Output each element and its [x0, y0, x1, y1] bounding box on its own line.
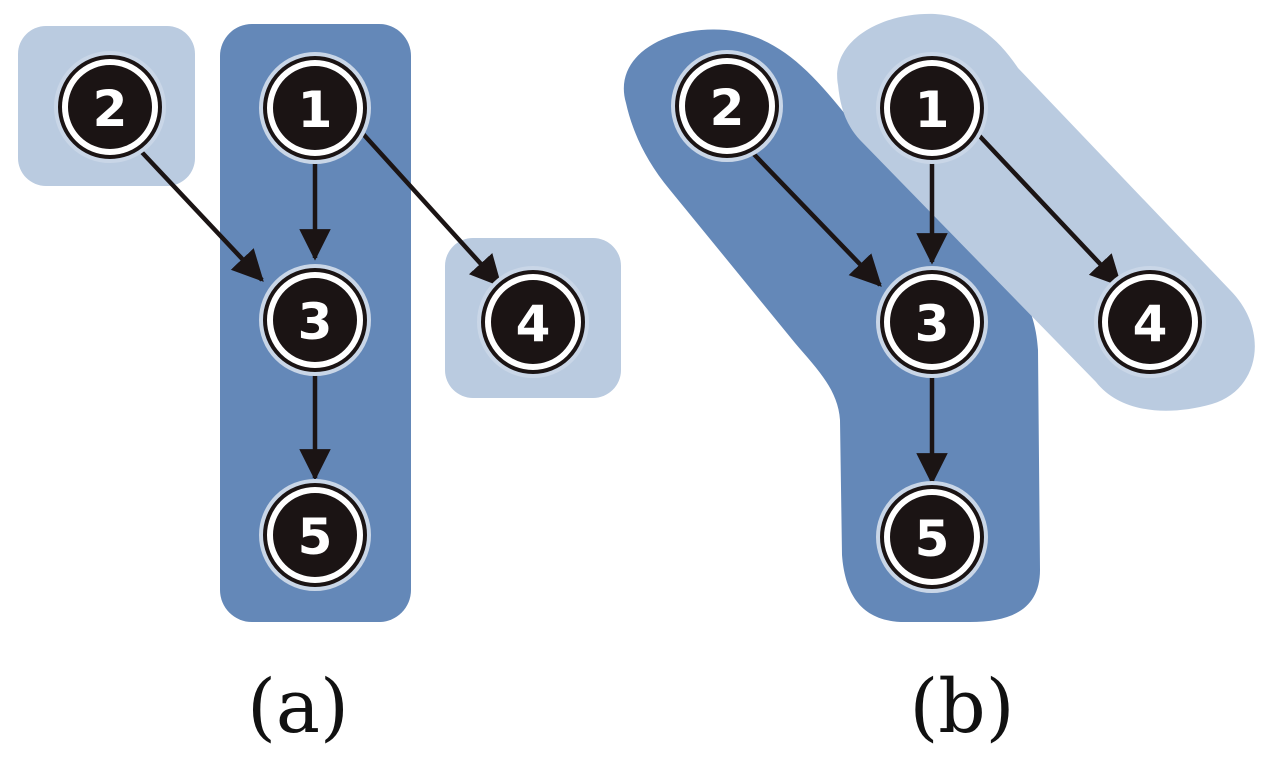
node-1: 1	[876, 52, 988, 164]
node-5: 5	[876, 481, 988, 593]
panel-b-caption: (b)	[909, 664, 1014, 750]
node-2: 2	[54, 51, 166, 163]
node-4-label: 4	[1133, 295, 1168, 353]
node-1-label: 1	[298, 81, 333, 139]
node-2-label: 2	[710, 79, 745, 137]
panel-b: 1 2 3 4 5 (b)	[623, 13, 1255, 750]
node-5: 5	[259, 479, 371, 591]
node-3-label: 3	[915, 295, 950, 353]
node-4: 4	[477, 266, 589, 378]
node-2-label: 2	[93, 80, 128, 138]
node-2: 2	[671, 50, 783, 162]
edge-1-4	[353, 123, 502, 287]
node-1: 1	[259, 52, 371, 164]
node-3: 3	[259, 264, 371, 376]
edge-2-3	[134, 144, 264, 282]
node-4-label: 4	[516, 295, 551, 353]
node-3: 3	[876, 266, 988, 378]
node-5-label: 5	[915, 510, 950, 568]
edge-1-4	[970, 126, 1122, 287]
edge-2-3	[743, 143, 882, 287]
node-4: 4	[1094, 266, 1206, 378]
panel-a-caption: (a)	[247, 664, 349, 750]
node-5-label: 5	[298, 508, 333, 566]
panel-a: 1 2 3 4 5 (a)	[18, 24, 621, 750]
node-1-label: 1	[915, 81, 950, 139]
node-3-label: 3	[298, 293, 333, 351]
